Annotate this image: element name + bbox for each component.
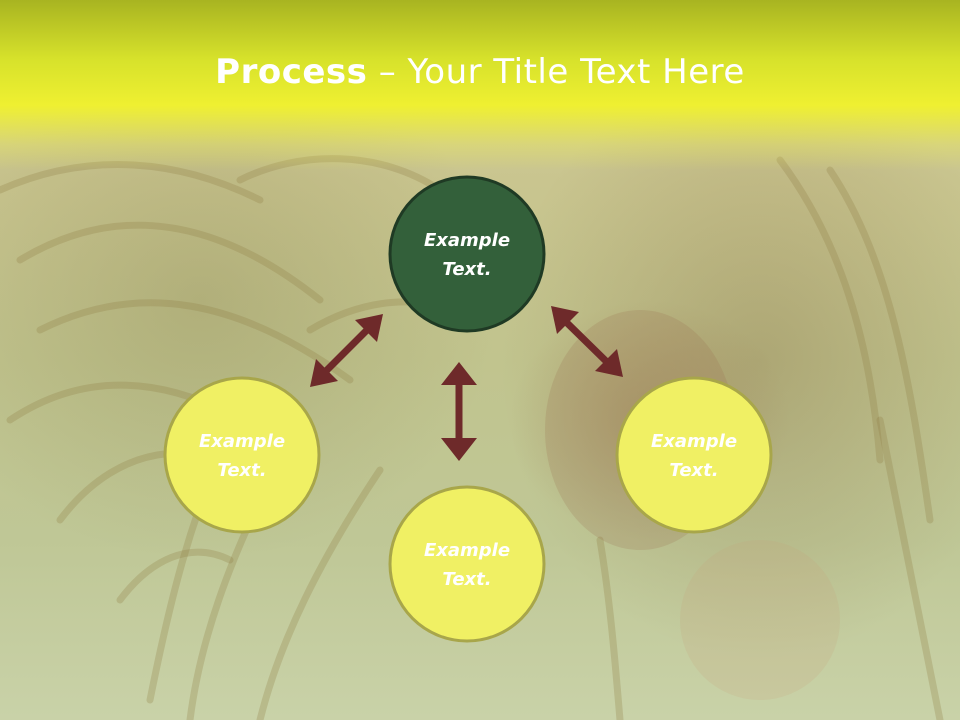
node-left-line2: Text. (217, 460, 266, 481)
arrow-top-left (310, 314, 383, 387)
node-right-line2: Text. (669, 460, 718, 481)
process-node-top: Example Text. (388, 175, 546, 333)
arrow-vertical (441, 362, 477, 461)
node-bottom-line1: Example (424, 540, 510, 561)
process-node-bottom: Example Text. (388, 485, 546, 643)
node-left-line1: Example (199, 431, 285, 452)
node-top-line2: Text. (442, 259, 491, 280)
title-separator: – (367, 52, 408, 92)
node-top-line1: Example (424, 230, 510, 251)
title-bold: Process (215, 52, 368, 92)
process-node-left: Example Text. (163, 376, 321, 534)
node-right-line1: Example (651, 431, 737, 452)
slide-title: Process – Your Title Text Here (0, 52, 960, 92)
title-banner (0, 0, 960, 170)
arrow-top-right (551, 306, 623, 377)
node-bottom-line2: Text. (442, 569, 491, 590)
process-node-right: Example Text. (615, 376, 773, 534)
title-rest: Your Title Text Here (407, 52, 745, 92)
